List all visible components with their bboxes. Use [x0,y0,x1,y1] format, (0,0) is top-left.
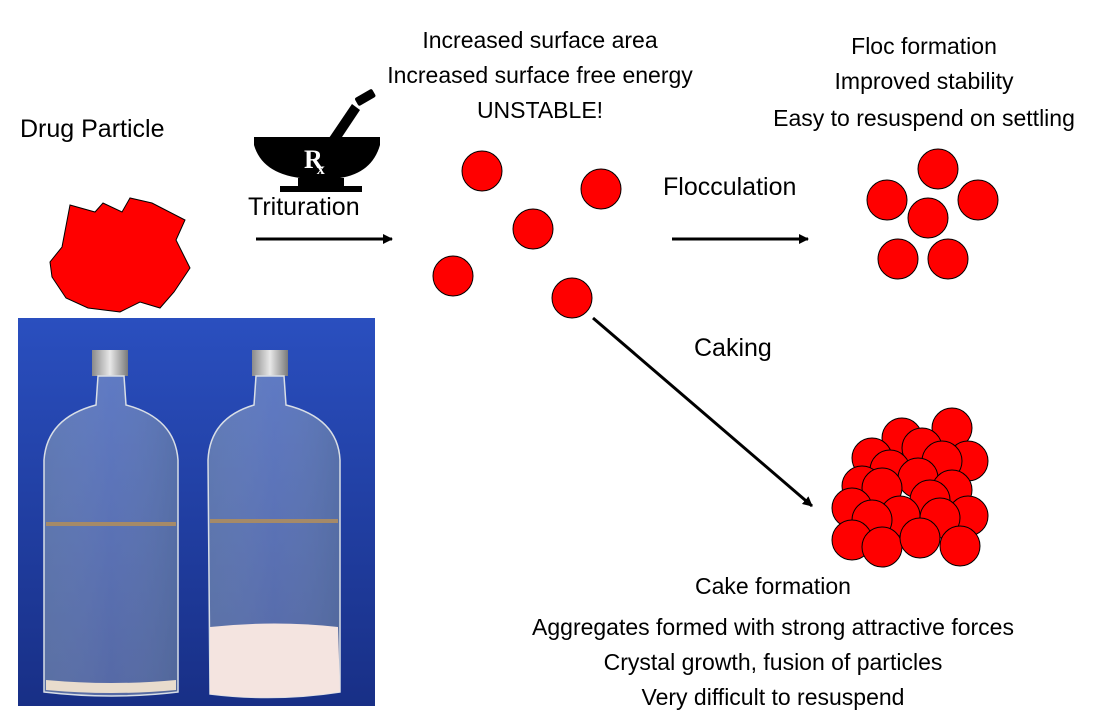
dispersed-particles [432,150,622,319]
particle [580,168,622,210]
rx-symbol: Rx [304,145,325,178]
drug-particle-shape [49,197,191,313]
cake-line-1: Cake formation [695,573,851,599]
particle [461,150,503,192]
floc-line-2: Improved stability [835,68,1014,94]
cake-line-2: Aggregates formed with strong attractive… [532,614,1014,640]
particle [551,277,593,319]
trituration-line-2: Increased surface free energy [387,62,693,88]
cake-line-3: Crystal growth, fusion of particles [604,649,943,675]
caking-label: Caking [694,334,772,362]
trituration-line-1: Increased surface area [422,27,657,53]
floc-particle [957,179,999,221]
cake-cluster [831,407,989,568]
bottle-left [43,350,179,697]
floc-line-3: Easy to resuspend on settling [773,105,1075,131]
drug-particle-label: Drug Particle [20,115,165,143]
flocculation-label: Flocculation [663,173,796,201]
floc-particle [877,238,919,280]
floc-particle [907,197,949,239]
trituration-line-3: UNSTABLE! [477,97,603,123]
caking-arrow [592,316,813,508]
floc-result-text: Floc formation Improved stability Easy t… [773,33,1075,131]
cake-particle [899,517,941,559]
floc-particle [917,148,959,190]
cake-line-4: Very difficult to resuspend [642,684,905,710]
floc-particle [866,179,908,221]
suspension-bottles-photo [18,318,375,706]
floc-line-1: Floc formation [851,33,997,59]
floc-particle [927,238,969,280]
trituration-label: Trituration [248,193,360,221]
cake-result-text: Cake formation Aggregates formed with st… [532,573,1014,710]
bottle-right [207,350,341,699]
cake-particle [939,525,981,567]
trituration-result-text: Increased surface area Increased surface… [387,27,693,123]
cake-particle [861,526,903,568]
floc-cluster [866,148,999,280]
particle [512,208,554,250]
particle [432,255,474,297]
mortar-and-pestle-icon: Rx [254,89,380,192]
